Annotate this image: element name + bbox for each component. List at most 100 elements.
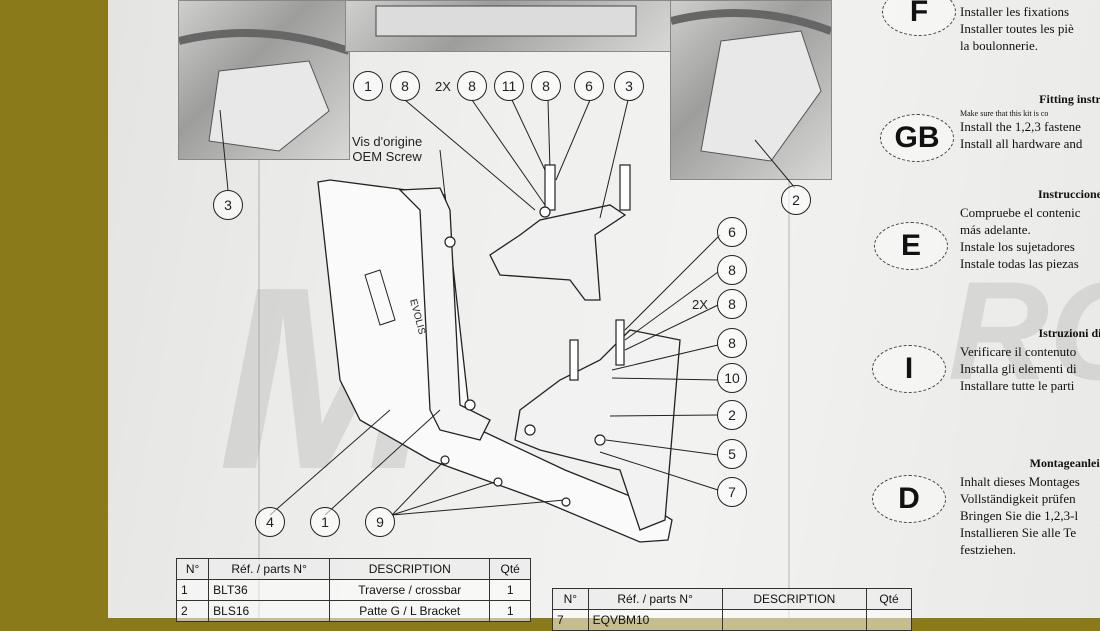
lang-badge-it: I [872, 345, 946, 393]
scene: { "callouts": { "c1_top": "1", "c8_a": "… [108, 0, 1100, 631]
nut [464, 399, 476, 411]
instruction-line: Install the 1,2,3 fastene [960, 119, 1081, 134]
crossbar-bracket [398, 187, 491, 441]
callout-8: 8 [390, 71, 420, 101]
instruction-line: Bringen Sie die 1,2,3-l [960, 508, 1079, 523]
instruction-line: Installer toutes les piè [960, 21, 1074, 36]
instruction-title: Fitting instr [1039, 92, 1100, 106]
table-header: Réf. / parts N° [208, 558, 331, 580]
parts-table-left: N° Réf. / parts N° DESCRIPTION Qté 1 BLT… [175, 558, 531, 622]
instructions-de: Montageanleitu Inhalt dieses Montages Vo… [960, 456, 1100, 558]
table-header-row: N° Réf. / parts N° DESCRIPTION Qté [175, 558, 531, 580]
callout-8: 8 [717, 328, 747, 358]
instruction-title: Montageanleitu [1029, 456, 1100, 470]
instructions-it: Istruzioni di Verificare il contenuto In… [960, 326, 1100, 394]
nut [444, 236, 456, 248]
instruction-line: Installa gli elementi di [960, 361, 1077, 376]
table-cell: 1 [489, 600, 531, 622]
photo-left-bracket [178, 0, 351, 160]
instruction-line: Instale todas las piezas [960, 256, 1079, 271]
table-cell: 7 [552, 609, 589, 631]
instruction-line: Compruebe el contenic [960, 205, 1081, 220]
callout-1: 1 [353, 71, 383, 101]
callout-9: 9 [365, 507, 395, 537]
table-header: DESCRIPTION [329, 558, 491, 580]
instruction-line: festziehen. [960, 542, 1016, 557]
bolt [619, 164, 631, 211]
photo-right-bracket [670, 0, 833, 180]
instruction-line: Inhalt dieses Montages [960, 474, 1080, 489]
instruction-line: Instale los sujetadores [960, 239, 1075, 254]
table-header: Réf. / parts N° [587, 588, 723, 610]
table-header-row: N° Réf. / parts N° DESCRIPTION Qté [552, 588, 912, 610]
quantity-label: 2X [692, 297, 708, 312]
bracket-3 [489, 204, 627, 301]
table-header: DESCRIPTION [721, 588, 868, 610]
instructions-es: Instruccione Compruebe el contenic más a… [960, 187, 1100, 272]
callout-8: 8 [717, 289, 747, 319]
lang-badge-fr: F [882, 0, 956, 36]
lang-badge-es: E [874, 222, 948, 270]
watermark-logo: RC [948, 252, 1100, 409]
lang-badge-de: D [872, 475, 946, 523]
lang-badge-gb: GB [880, 114, 954, 162]
callout-2: 2 [781, 185, 811, 215]
screw [561, 497, 571, 507]
table-header: Qté [489, 558, 531, 580]
instruction-line: la boulonnerie. [960, 38, 1038, 53]
table-header: N° [552, 588, 589, 610]
screw [440, 455, 450, 465]
callout-7: 7 [717, 477, 747, 507]
paper-fold [788, 0, 790, 618]
instruction-line: Install all hardware and [960, 136, 1083, 151]
table-cell: BLS16 [208, 600, 331, 622]
instruction-line: Installare tutte le parti [960, 378, 1075, 393]
callout-8: 8 [457, 71, 487, 101]
nut [539, 206, 551, 218]
table-cell: BLT36 [208, 579, 331, 601]
nut [524, 424, 536, 436]
table-cell: EQVBM10 [587, 609, 723, 631]
nut [594, 434, 606, 446]
table-header: Qté [866, 588, 912, 610]
table-row: 2 BLS16 Patte G / L Bracket 1 [175, 600, 531, 622]
oem-note-fr: Vis d'origine [352, 134, 423, 149]
table-row: 1 BLT36 Traverse / crossbar 1 [175, 579, 531, 601]
instructions-fr: Installer les fixations Installer toutes… [960, 3, 1100, 54]
instruction-line: Make sure that this kit is co [960, 109, 1049, 118]
callout-2: 2 [717, 400, 747, 430]
bracket-3-photo [178, 29, 351, 152]
callout-5: 5 [717, 439, 747, 469]
parts-table-right: N° Réf. / parts N° DESCRIPTION Qté 7 EQV… [552, 588, 912, 631]
quantity-label: 2X [435, 79, 451, 94]
table-cell: 1 [175, 579, 210, 601]
table-header: N° [175, 558, 210, 580]
callout-11: 11 [494, 71, 524, 101]
bolt [544, 164, 556, 211]
table-cell: Patte G / L Bracket [329, 600, 491, 622]
instruction-title: Instruccione [1038, 187, 1100, 201]
callout-8: 8 [717, 255, 747, 285]
callout-3: 3 [614, 71, 644, 101]
bracket-2 [514, 329, 681, 531]
oem-note-en: OEM Screw [352, 149, 422, 164]
photo-top-crossbar [345, 0, 672, 52]
exploded-diagram: EVOLIS [219, 99, 796, 543]
instruction-line: Verificare il contenuto [960, 344, 1077, 359]
instruction-title: Istruzioni di [1038, 326, 1100, 340]
table-cell: 1 [489, 579, 531, 601]
callout-8: 8 [531, 71, 561, 101]
paper-fold [258, 0, 260, 618]
table-cell [721, 609, 868, 631]
instruction-line: Vollständigkeit prüfen [960, 491, 1076, 506]
table-cell: 2 [175, 600, 210, 622]
bolt [569, 339, 579, 381]
callout-3: 3 [213, 190, 243, 220]
callout-6: 6 [574, 71, 604, 101]
oem-screw-note: Vis d'origine OEM Screw [352, 134, 422, 164]
callout-6: 6 [717, 217, 747, 247]
screw [493, 477, 503, 487]
instruction-line: Installieren Sie alle Te [960, 525, 1077, 540]
bolt [615, 319, 625, 366]
table-cell: Traverse / crossbar [329, 579, 491, 601]
